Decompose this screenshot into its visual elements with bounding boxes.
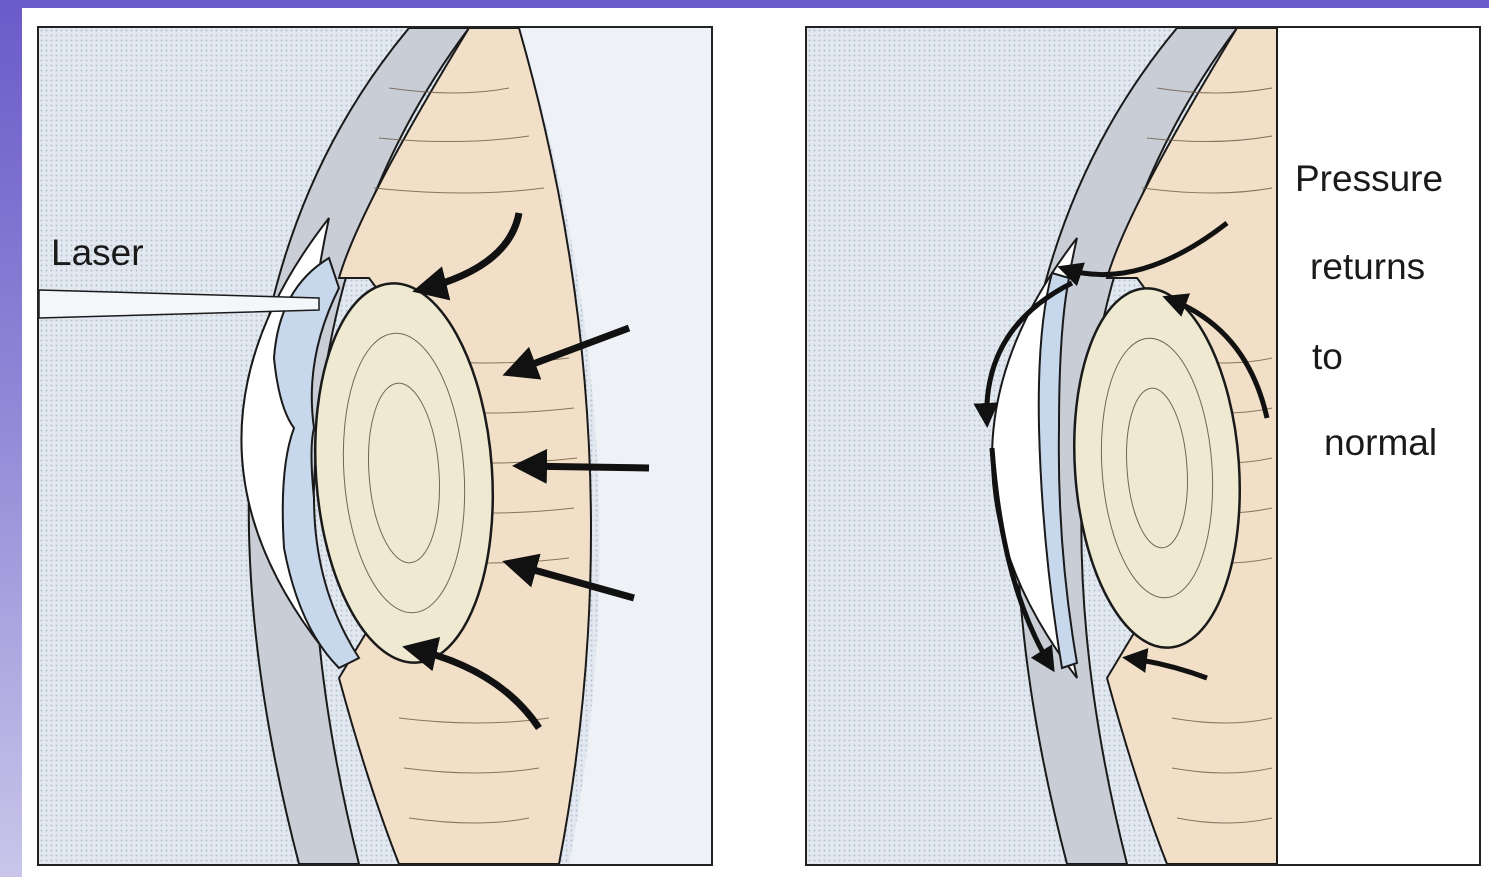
slide: Laser [22,8,1489,877]
laser-treatment-panel: Laser [37,26,713,866]
eye-cross-section-laser [39,28,711,864]
pressure-label-line-2: returns [1310,248,1425,285]
pressure-label-line-1: Pressure [1295,160,1443,197]
laser-label: Laser [51,234,144,271]
pressure-label-line-3: to [1312,338,1343,375]
pressure-label-line-4: normal [1324,424,1437,461]
